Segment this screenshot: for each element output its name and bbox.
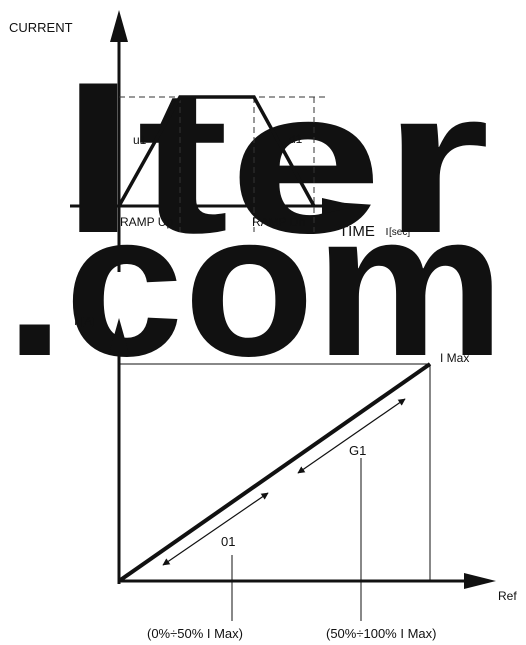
time-axis-label: TIME — [339, 223, 375, 240]
ramp-diagram: CURRENT TIME [sec] u1 d1 RAMP Up RAMP Dn — [9, 10, 410, 272]
upper-gain-label: G1 — [349, 443, 366, 458]
current-a-axis-label: I [A] — [74, 314, 95, 328]
time-unit-label: [sec] — [389, 227, 410, 238]
fall-label: d1 — [289, 132, 303, 146]
watermark: lter .com — [5, 47, 505, 399]
watermark-line-2: .com — [5, 170, 505, 399]
watermark-line-1: lter — [60, 47, 490, 276]
upper-range-label: (50%÷100% I Max) — [326, 626, 436, 641]
current-a-axis-arrowhead — [110, 318, 128, 350]
upper-range-arrow — [297, 398, 406, 474]
current-axis-label: CURRENT — [9, 20, 73, 35]
imax-label: I Max — [440, 351, 469, 365]
ref-diagram: I [A] Ref I Max 01 G1 (0%÷50% I Max) (50… — [74, 314, 517, 641]
current-profile — [117, 95, 316, 207]
ref-axis-label: Ref — [498, 589, 517, 603]
time-axis-arrowhead — [322, 198, 358, 214]
lower-gain-label: 01 — [221, 534, 235, 549]
ramp-down-label: RAMP Dn — [252, 215, 305, 229]
lower-range-label: (0%÷50% I Max) — [147, 626, 243, 641]
ref-axis-arrowhead — [464, 573, 496, 589]
lower-range-arrow — [162, 492, 269, 566]
current-axis-arrowhead — [110, 10, 128, 42]
rise-label: u1 — [133, 133, 147, 147]
ramp-up-label: RAMP Up — [120, 215, 173, 229]
